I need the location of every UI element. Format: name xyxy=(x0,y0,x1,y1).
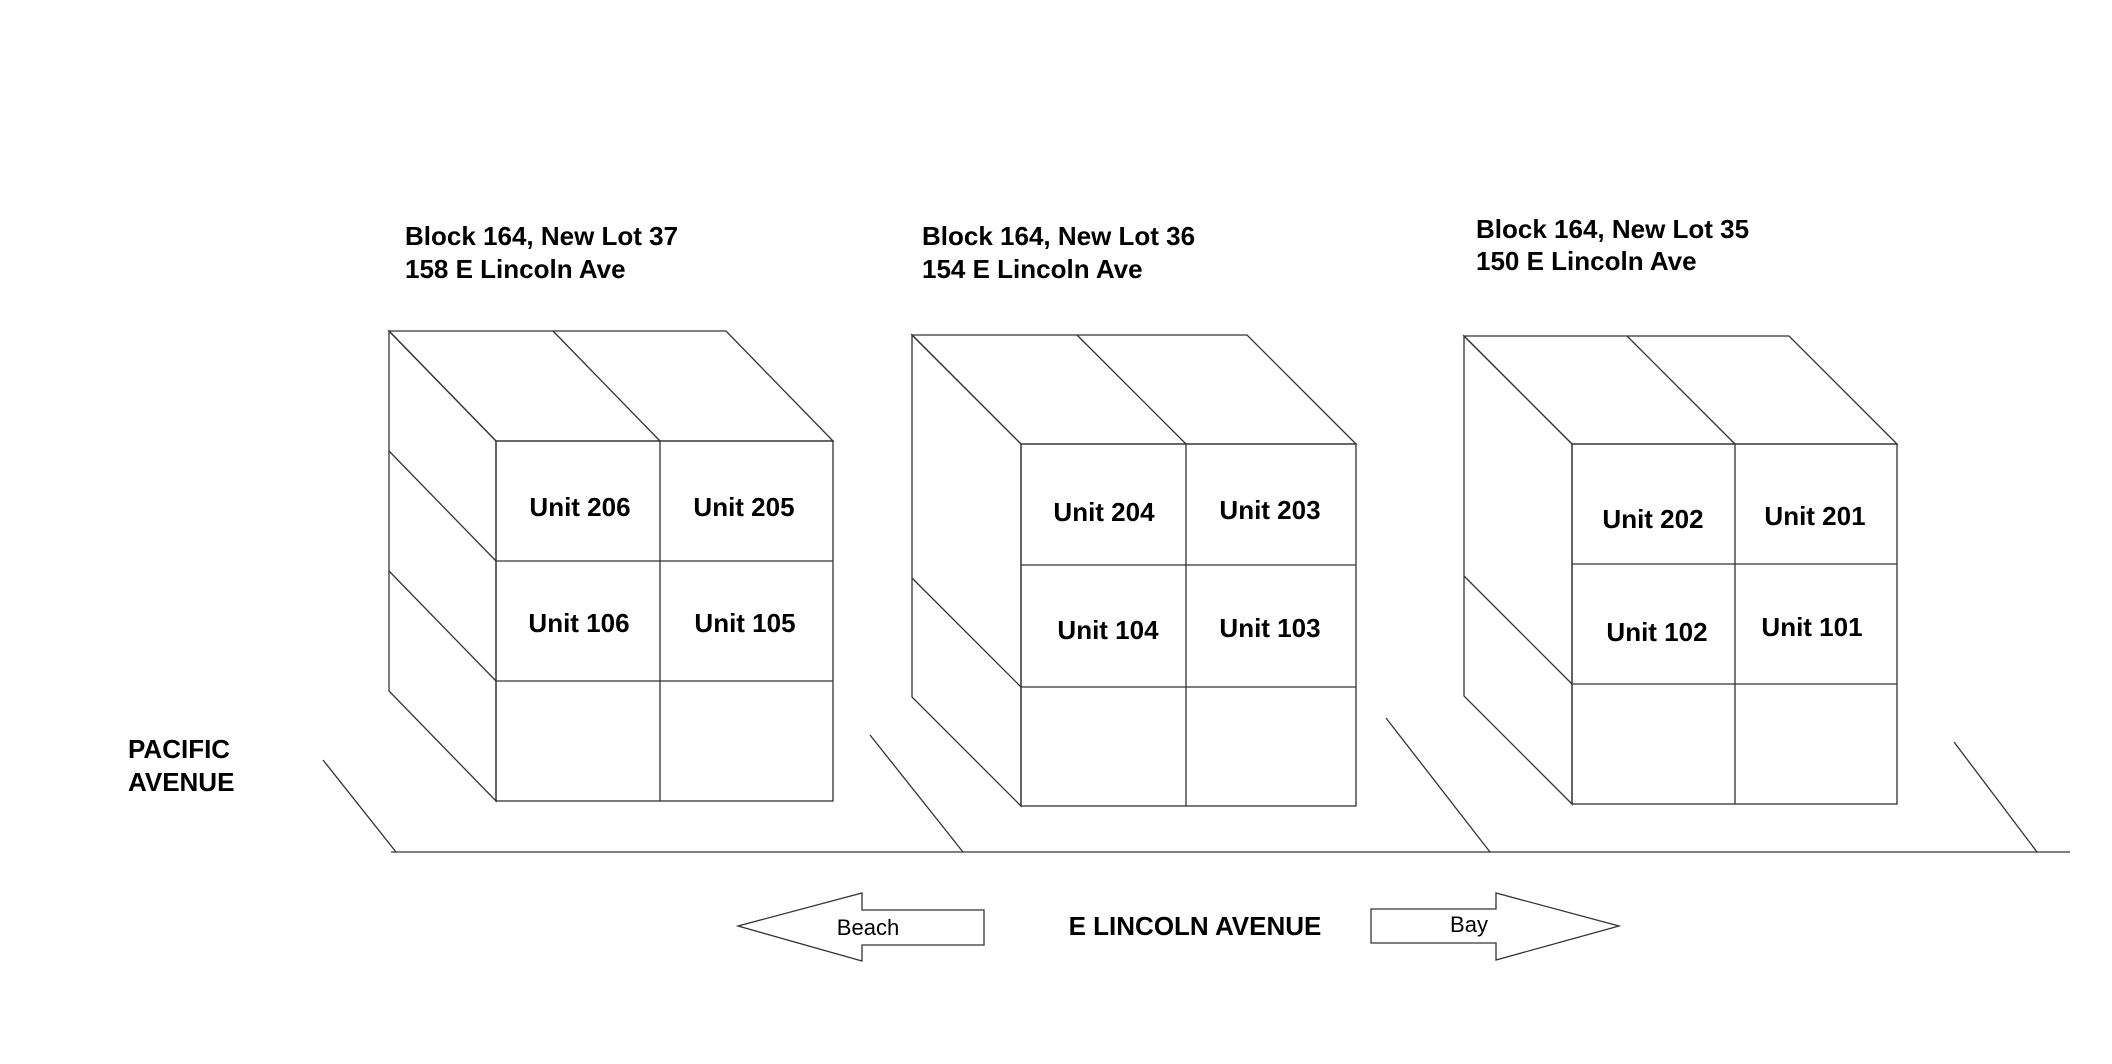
unit-204-label: Unit 204 xyxy=(1053,497,1155,527)
unit-203-label: Unit 203 xyxy=(1219,495,1320,525)
unit-103-label-bg xyxy=(1209,606,1331,648)
pacific-avenue-label-line2: AVENUE xyxy=(128,767,234,797)
bay-arrow-shape xyxy=(1370,892,1622,961)
unit-104-label-bg xyxy=(1048,608,1168,650)
unit-101-label: Unit 101 xyxy=(1761,612,1862,642)
unit-201-label-bg xyxy=(1754,494,1876,536)
building-lot-37-front-face xyxy=(495,440,834,802)
unit-106-label-bg xyxy=(519,601,639,643)
unit-205-label-bg xyxy=(684,485,804,527)
lot-36-address: 154 E Lincoln Ave xyxy=(922,254,1143,284)
pacific-avenue-label-line1: PACIFIC xyxy=(128,734,230,764)
unit-201-label: Unit 201 xyxy=(1764,501,1865,531)
unit-102-label-bg xyxy=(1597,610,1717,652)
lot-36-block-label: Block 164, New Lot 36 xyxy=(922,221,1195,251)
e-lincoln-avenue-label: E LINCOLN AVENUE xyxy=(1069,911,1322,941)
unit-103-label: Unit 103 xyxy=(1219,613,1320,643)
unit-202-label: Unit 202 xyxy=(1602,504,1703,534)
unit-104-label: Unit 104 xyxy=(1057,615,1159,645)
lot-divider-3 xyxy=(1385,717,1491,853)
unit-105-label: Unit 105 xyxy=(694,608,795,638)
beach-arrow: Beach xyxy=(735,892,985,962)
unit-205-label: Unit 205 xyxy=(693,492,794,522)
unit-206-label-bg xyxy=(520,485,640,527)
lot-35-address: 150 E Lincoln Ave xyxy=(1476,246,1697,276)
building-lot-37-top-face xyxy=(387,330,835,442)
building-lot-37-side-face xyxy=(388,329,497,803)
lot-divider-4 xyxy=(1953,741,2038,853)
unit-202-label-bg xyxy=(1593,497,1713,539)
bay-arrow: Bay xyxy=(1370,892,1622,961)
lot-37-block-label: Block 164, New Lot 37 xyxy=(405,221,678,251)
building-lot-36-front-face xyxy=(1020,443,1357,807)
unit-105-label-bg xyxy=(685,601,805,643)
unit-102-label: Unit 102 xyxy=(1606,617,1707,647)
building-lot-37: Unit 206 Unit 205 Unit 106 Unit 105 xyxy=(387,329,835,803)
unit-203-label-bg xyxy=(1209,488,1331,530)
building-lot-35: Unit 202 Unit 201 Unit 102 Unit 101 xyxy=(1462,334,1899,806)
building-lot-36-side-face xyxy=(911,333,1022,808)
lot-divider-1 xyxy=(322,759,397,853)
unit-206-label: Unit 206 xyxy=(529,492,630,522)
unit-204-label-bg xyxy=(1044,490,1164,532)
unit-106-label: Unit 106 xyxy=(528,608,629,638)
beach-arrow-label: Beach xyxy=(837,915,899,940)
lot-divider-2 xyxy=(869,734,964,853)
beach-arrow-shape xyxy=(735,892,985,962)
lot-37-address: 158 E Lincoln Ave xyxy=(405,254,626,284)
unit-101-label-bg xyxy=(1751,605,1873,647)
building-lot-35-side-face xyxy=(1463,334,1573,806)
bay-arrow-label: Bay xyxy=(1450,912,1488,937)
building-lot-36-top-face xyxy=(910,334,1358,445)
building-lot-36: Unit 204 Unit 203 Unit 104 Unit 103 xyxy=(910,333,1358,808)
lot-35-block-label: Block 164, New Lot 35 xyxy=(1476,214,1749,244)
